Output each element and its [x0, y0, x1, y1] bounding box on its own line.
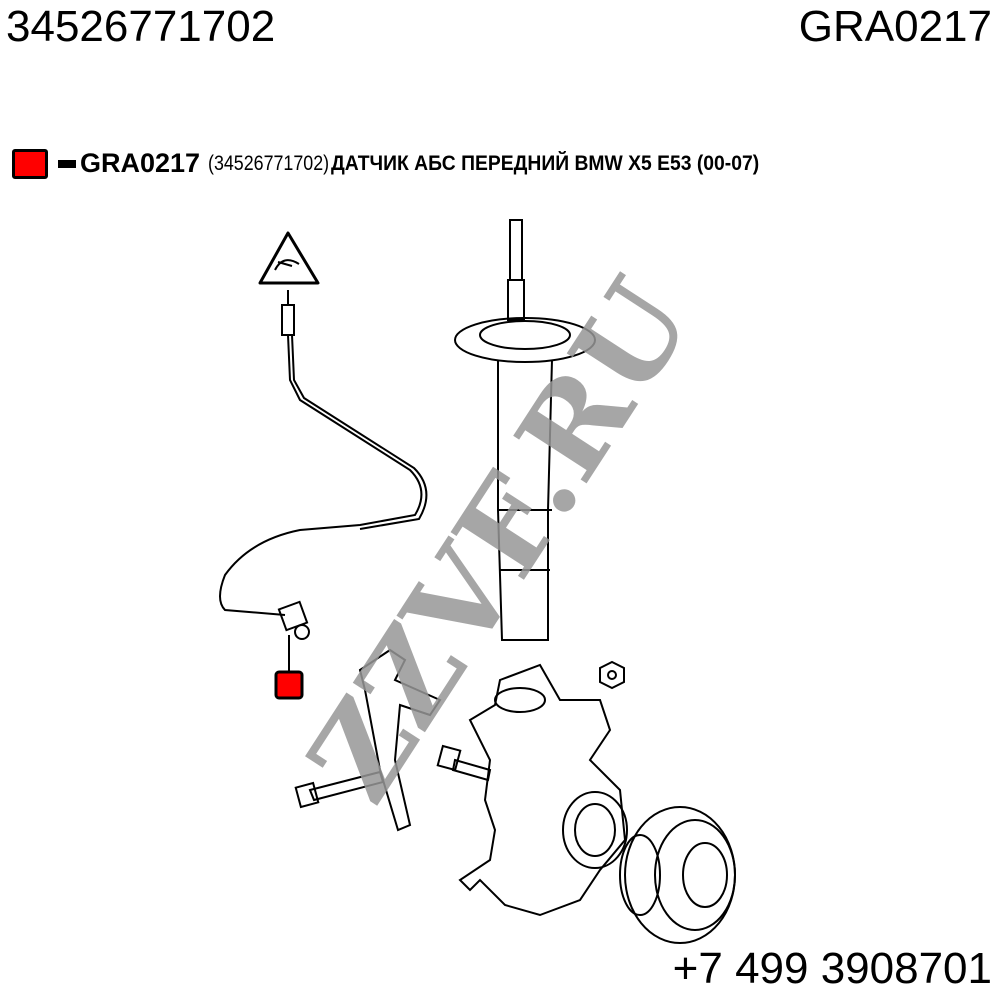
oem-number: 34526771702 [6, 2, 276, 51]
legend-code: GRA0217 [80, 148, 201, 178]
nut [599, 660, 625, 690]
phone-number: +7 499 3908701 [672, 944, 992, 993]
legend-oem-number: (34526771702) [208, 151, 330, 175]
part-code: GRA0217 [798, 2, 992, 51]
shock-absorber-strut [454, 219, 596, 641]
wheel-hub [619, 806, 736, 944]
abs-sensor [277, 600, 310, 672]
dash-icon [58, 159, 76, 168]
steering-knuckle [458, 663, 628, 917]
bolt [294, 770, 385, 809]
warning-triangle-icon [258, 231, 320, 285]
red-marker-icon [12, 148, 48, 179]
sensor-position-marker [274, 670, 304, 700]
sensor-bracket [358, 648, 442, 832]
legend: GRA0217 (34526771702) ДАТЧИК АБС ПЕРЕДНИ… [12, 148, 796, 179]
abs-sensor-cable [219, 290, 428, 616]
legend-description: ДАТЧИК АБС ПЕРЕДНИЙ BMW X5 E53 (00-07) [330, 151, 759, 175]
